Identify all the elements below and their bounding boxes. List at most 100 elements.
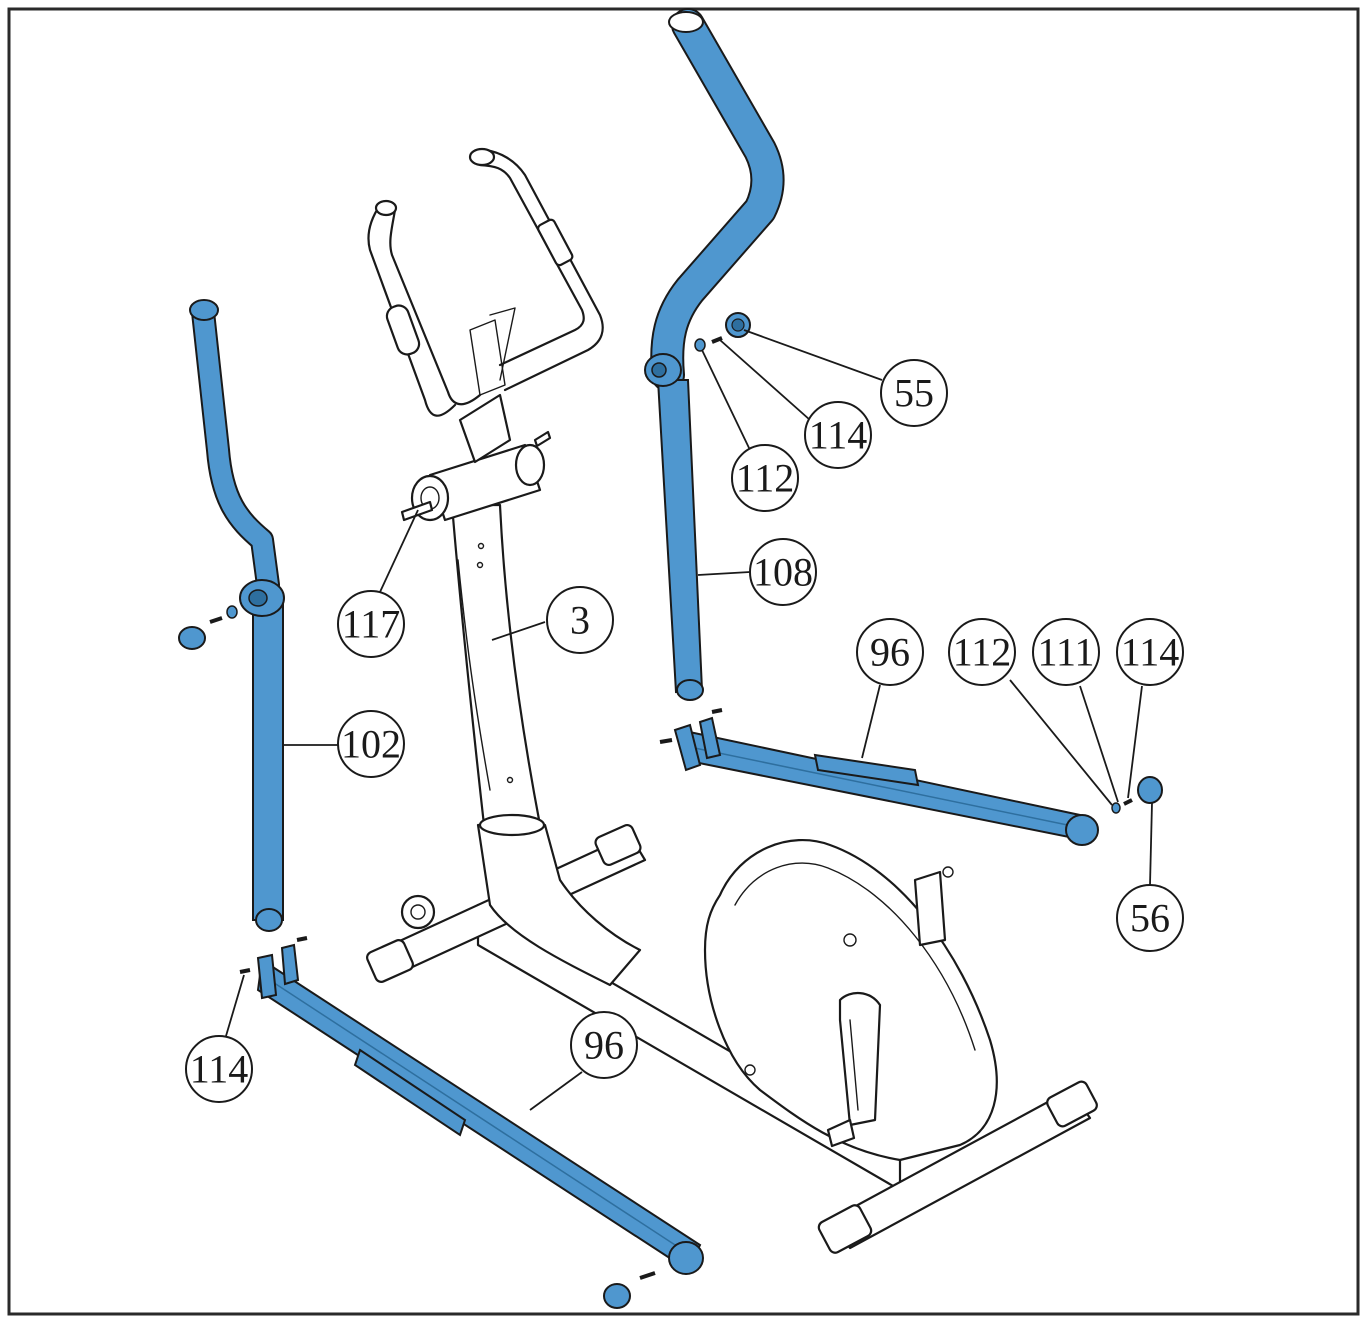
pivot-bearing-right (514, 443, 546, 487)
leader-114-left (225, 974, 245, 1037)
callout-108: 108 (749, 538, 817, 606)
arm-108-top-opening (668, 11, 704, 33)
crank-arm-detail (849, 1019, 859, 1111)
rear-bracket-bolt (942, 866, 954, 878)
transport-wheel-hub (410, 904, 426, 920)
right-pedal-arm-edge (679, 744, 1083, 829)
callout-114-top: 114 (804, 401, 872, 469)
pulse-sensor-left (385, 304, 421, 356)
front-stabilizer-cap-right (1046, 1080, 1098, 1128)
leader-108 (697, 571, 751, 576)
callout-label: 55 (894, 371, 934, 416)
left-bracket-a (256, 953, 278, 1000)
cover-screw-top (843, 933, 857, 947)
arm-102-bottom-pivot (255, 908, 283, 932)
washer-left-arm (226, 605, 238, 619)
pivot-axle-right (533, 430, 552, 448)
callout-label: 56 (1130, 896, 1170, 941)
end-cap-left-end (603, 1283, 631, 1309)
console-cable (489, 307, 516, 381)
end-cap-55-inner (731, 318, 745, 332)
bolt-114-left (239, 968, 251, 974)
console-mast (458, 393, 512, 464)
bolt-right-bracket-1 (659, 738, 673, 744)
callout-label: 108 (753, 550, 813, 595)
right-pedal-arm-end (1065, 814, 1099, 846)
callout-114-right: 114 (1116, 618, 1184, 686)
front-stabilizer-cap-left (817, 1204, 873, 1254)
leader-96-right (861, 684, 881, 759)
handlebar-right-inner (478, 163, 585, 367)
arm-102-top-cap (189, 299, 219, 321)
right-pedal-arm-beam (678, 728, 1086, 842)
bolt-left-arm (209, 616, 223, 624)
pulse-sensor-right (537, 218, 574, 267)
arm-108-upper-tube (652, 10, 783, 390)
part-96-right-pedal-arm (673, 716, 1099, 846)
callout-label: 114 (1121, 630, 1180, 675)
leader-111 (1079, 685, 1119, 803)
main-frame-assembly (366, 147, 1098, 1254)
bolt-right-end (1123, 798, 1133, 806)
part-102-left-handle-arm (189, 299, 285, 932)
callout-96-left: 96 (570, 1011, 638, 1079)
handlebar-left-inner (389, 208, 482, 406)
leader-112 (701, 349, 751, 451)
washer-right-end (1111, 802, 1121, 814)
callout-3: 3 (546, 586, 614, 654)
main-column (450, 503, 542, 827)
callouts: 55 114 112 108 117 3 102 96 (185, 359, 1184, 1103)
callout-label: 96 (584, 1023, 624, 1068)
crank-axle (826, 1118, 856, 1148)
callout-117: 117 (337, 590, 405, 658)
callout-label: 111 (1037, 630, 1094, 675)
rear-bracket (913, 870, 947, 947)
flywheel-cover-seam (734, 862, 976, 1051)
left-bracket-b (280, 943, 300, 986)
left-pedal-plate (353, 1048, 467, 1137)
washer-112-top (694, 338, 706, 352)
transport-wheel (400, 894, 436, 930)
handlebar-left-outer (367, 203, 457, 417)
leader-112-right (1009, 679, 1113, 806)
part-96-left-pedal-arm (256, 943, 704, 1275)
callout-112: 112 (731, 444, 799, 512)
callout-label: 114 (809, 413, 868, 458)
callout-56: 56 (1116, 884, 1184, 952)
arm-108-bottom-pivot (676, 679, 704, 701)
arm-108-lower-tube (656, 379, 704, 694)
leader-55 (743, 329, 883, 381)
callout-label: 3 (570, 598, 590, 643)
cover-screw-bottom (744, 1064, 756, 1076)
column-bolt-hole-2 (476, 561, 484, 569)
handlebar-left-end (374, 199, 398, 217)
leader-96-left (529, 1071, 583, 1111)
rear-stabilizer-cap-left (366, 939, 414, 983)
right-bracket-a (673, 723, 702, 772)
callout-label: 117 (342, 602, 401, 647)
callout-96-right: 96 (856, 618, 924, 686)
part-108-right-handle-arm (644, 8, 785, 701)
bolt-right-bracket-2 (711, 708, 723, 714)
column-base-joint (476, 823, 642, 987)
callout-label: 112 (736, 456, 795, 501)
column-edge-line (457, 559, 491, 791)
callout-label: 112 (953, 630, 1012, 675)
callout-114-left: 114 (185, 1035, 253, 1103)
arm-108-pivot-hole (651, 362, 667, 378)
callout-111: 111 (1032, 618, 1100, 686)
right-pedal-plate (813, 753, 920, 787)
callout-label: 114 (190, 1047, 249, 1092)
callout-55: 55 (880, 359, 948, 427)
callout-102: 102 (337, 710, 405, 778)
console-bracket (469, 319, 506, 396)
handlebar-right-outer (483, 148, 604, 392)
callout-112-right: 112 (948, 618, 1016, 686)
arm-102-pivot-hole (248, 589, 268, 607)
column-collar (478, 813, 546, 837)
left-pedal-arm-edge (261, 974, 696, 1259)
arm-102-lower-tube (252, 599, 284, 921)
column-bolt-hole-3 (506, 776, 514, 784)
